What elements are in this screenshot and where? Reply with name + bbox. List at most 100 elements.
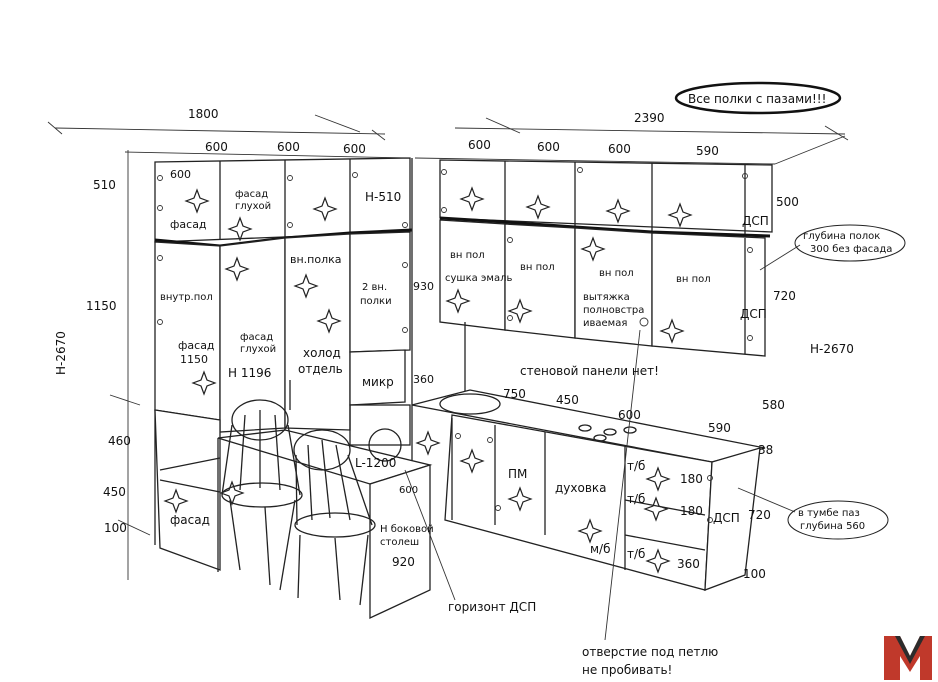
label-two-vn-polki-2: полки bbox=[360, 296, 392, 307]
dim-h460: 460 bbox=[108, 434, 131, 448]
lower-right-cabinets bbox=[411, 389, 766, 591]
label-mb: м/б bbox=[590, 542, 611, 556]
label-hole-note: отверстие под петлю не пробивать! bbox=[582, 645, 722, 677]
label-kholod-2: отдель bbox=[298, 362, 343, 376]
chair-right bbox=[293, 429, 376, 606]
label-gorizont-dsp: горизонт ДСП bbox=[448, 600, 536, 614]
dim-d720-bottom: 720 bbox=[748, 508, 771, 522]
label-vn-pol-4: вн пол bbox=[676, 274, 711, 285]
label-vytyazhka: вытяжка полновстра иваемая bbox=[583, 292, 648, 329]
label-vytyazhka-2: полновстра bbox=[583, 305, 644, 316]
label-two-vn-polki-1: 2 вн. bbox=[362, 282, 387, 293]
dim-left-600-a: 600 bbox=[205, 140, 228, 154]
dim-d360-drawer: 360 bbox=[677, 557, 700, 571]
label-vn-pol-3: вн пол bbox=[599, 268, 634, 279]
right-wall-cabinets bbox=[439, 159, 773, 357]
dim-d600-counter: 600 bbox=[618, 408, 641, 422]
label-vn-pol-2: вн пол bbox=[520, 262, 555, 273]
dim-h100-left: 100 bbox=[104, 521, 127, 535]
dim-h2670-right: Н-2670 bbox=[810, 342, 854, 356]
dim-right-600-c: 600 bbox=[608, 142, 631, 156]
pedestal-groove-note: в тумбе паз глубина 560 bbox=[798, 508, 865, 532]
dim-h2670-left: Н-2670 bbox=[54, 331, 68, 375]
label-hole-note-2: не пробивать! bbox=[582, 663, 672, 677]
label-h-bokovoy: Н боковой столеш bbox=[380, 524, 437, 548]
label-facade-1150-2: 1150 bbox=[180, 353, 208, 366]
dim-d360: 360 bbox=[413, 373, 434, 386]
all-shelves-note: Все полки с пазами!!! bbox=[688, 92, 826, 106]
label-h510: Н-510 bbox=[365, 190, 401, 204]
label-dsp-bottom: ДСП bbox=[713, 511, 740, 525]
shelf-depth-line-1: глубина полок bbox=[803, 231, 880, 242]
label-no-wall-panel: стеновой панели нет! bbox=[520, 364, 659, 378]
label-mikr: микр bbox=[362, 375, 394, 389]
label-tb-1: т/б bbox=[627, 459, 645, 473]
label-vytyazhka-1: вытяжка bbox=[583, 292, 630, 303]
label-h1196: Н 1196 bbox=[228, 366, 271, 380]
dim-d180-a: 180 bbox=[680, 472, 703, 486]
label-tb-3: т/б bbox=[627, 547, 645, 561]
left-tall-cabinets bbox=[154, 231, 411, 571]
chair-left bbox=[221, 399, 303, 591]
dim-d500: 500 bbox=[776, 195, 799, 209]
washing-machine bbox=[368, 428, 402, 462]
dim-d600-table: 600 bbox=[399, 485, 418, 496]
dim-h450: 450 bbox=[103, 485, 126, 499]
dim-d100-right: 100 bbox=[743, 567, 766, 581]
pedestal-groove-line-2: глубина 560 bbox=[800, 521, 865, 532]
label-dsp-mid: ДСП bbox=[740, 307, 767, 321]
label-facade-glukhoy-top: фасад глухой bbox=[235, 189, 271, 212]
label-facade-1150: фасад 1150 bbox=[178, 339, 218, 366]
label-dukhovka: духовка bbox=[555, 481, 607, 495]
label-facade-600: 600 bbox=[170, 168, 191, 181]
label-facade-glukhoy-mid-1: фасад bbox=[240, 332, 273, 343]
dim-d450-counter: 450 bbox=[556, 393, 579, 407]
dim-left-width: 1800 bbox=[188, 107, 219, 121]
label-facade-left-top: фасад bbox=[170, 218, 207, 231]
label-tb-2: т/б bbox=[627, 492, 645, 506]
label-vytyazhka-3: иваемая bbox=[583, 318, 627, 329]
label-vnutr-pol: внутр.пол bbox=[160, 292, 213, 303]
label-facade-glukhoy-mid: фасад глухой bbox=[240, 332, 276, 355]
dim-right-600-a: 600 bbox=[468, 138, 491, 152]
dim-d180-b: 180 bbox=[680, 504, 703, 518]
label-facade-1150-1: фасад bbox=[178, 339, 215, 352]
label-facade-bottom: фасад bbox=[170, 513, 210, 527]
label-pm: ПМ bbox=[508, 467, 527, 481]
label-two-vn-polki: 2 вн. полки bbox=[360, 282, 392, 307]
label-facade-glukhoy-top-2: глухой bbox=[235, 201, 271, 212]
all-shelves-oval bbox=[674, 81, 842, 115]
label-hole-note-1: отверстие под петлю bbox=[582, 645, 718, 659]
dim-d580: 580 bbox=[762, 398, 785, 412]
label-vn-pol-1: вн пол bbox=[450, 250, 485, 261]
dim-right-600-b: 600 bbox=[537, 140, 560, 154]
dim-h510: 510 bbox=[93, 178, 116, 192]
label-sushka: сушка эмаль bbox=[445, 273, 512, 284]
label-h-bokovoy-1: Н боковой bbox=[380, 524, 434, 535]
dim-left-600-b: 600 bbox=[277, 140, 300, 154]
dim-d720-top: 720 bbox=[773, 289, 796, 303]
dim-d590-counter: 590 bbox=[708, 421, 731, 435]
dimension-lines-top bbox=[47, 114, 849, 165]
dim-d920: 920 bbox=[392, 555, 415, 569]
label-facade-glukhoy-mid-2: глухой bbox=[240, 344, 276, 355]
dim-d38: 38 bbox=[758, 443, 773, 457]
dim-left-600-c: 600 bbox=[343, 142, 366, 156]
shelf-depth-line-2: 300 без фасада bbox=[810, 244, 892, 255]
facade-stars bbox=[163, 186, 693, 574]
label-kholod-otdel: холод отдель bbox=[298, 346, 345, 376]
brand-logo bbox=[884, 636, 932, 680]
label-kholod-1: холод bbox=[303, 346, 341, 360]
dim-d750: 750 bbox=[503, 387, 526, 401]
dim-h1150: 1150 bbox=[86, 299, 117, 313]
pedestal-groove-line-1: в тумбе паз bbox=[798, 508, 860, 519]
leader-lines bbox=[109, 150, 801, 641]
label-vn-polka: вн.полка bbox=[290, 253, 342, 266]
label-facade-glukhoy-top-1: фасад bbox=[235, 189, 268, 200]
label-dsp-top: ДСП bbox=[742, 214, 769, 228]
handle-markers bbox=[157, 167, 753, 523]
dim-d930: 930 bbox=[413, 280, 434, 293]
label-h-bokovoy-2: столеш bbox=[380, 537, 419, 548]
dim-right-width: 2390 bbox=[634, 111, 665, 125]
